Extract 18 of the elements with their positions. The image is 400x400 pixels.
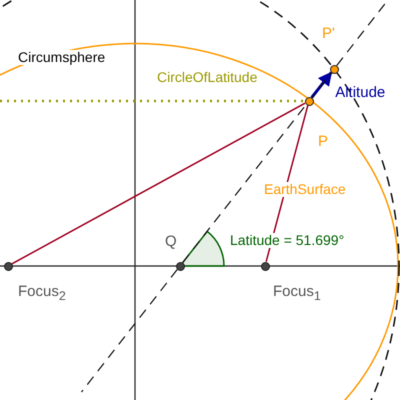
point-marker [176,262,184,270]
angle-label: Latitude = 51.699° [230,233,344,248]
point-label: Focus$_{1}$ [273,284,321,304]
surface-label: Circumsphere [18,50,106,66]
point-label: P [318,134,328,150]
point-label: P' [322,26,335,42]
point-marker [4,262,12,270]
circle-label: CircleOfLatitude [157,70,258,86]
surface-label: EarthSurface [264,182,346,198]
point-label: Focus$_{2}$ [18,284,66,304]
point-label: Q [165,234,177,250]
line-segment [182,72,332,263]
point-marker [260,262,270,270]
edge-label: Altitude [335,84,386,102]
point-marker [330,64,338,74]
line-segment [12,102,306,264]
point-marker [304,96,314,106]
arrow [310,71,332,98]
